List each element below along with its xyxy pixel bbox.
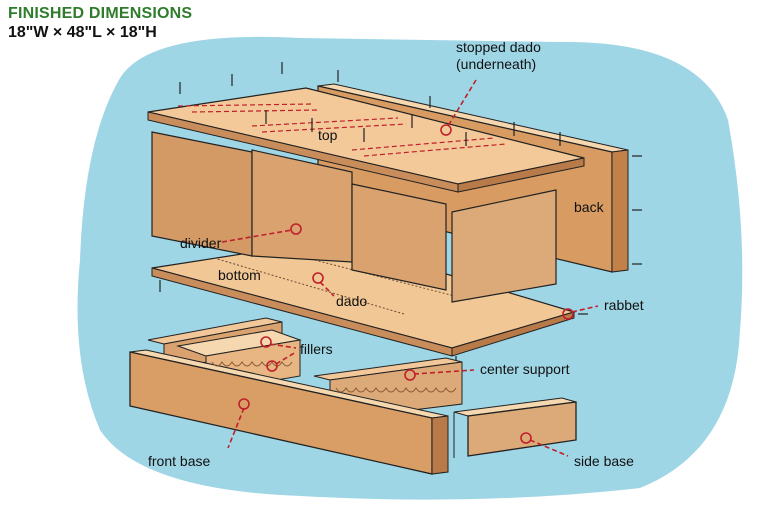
divider-panels <box>151 131 557 303</box>
label-dado: dado <box>336 293 367 309</box>
label-stopped-dado-line2: (underneath) <box>456 56 536 72</box>
label-side-base: side base <box>574 453 634 469</box>
top-panel <box>147 87 585 193</box>
label-stopped-dado-line1: stopped dado <box>456 39 541 55</box>
label-back: back <box>574 199 605 215</box>
base-assembly <box>129 317 577 475</box>
label-fillers: fillers <box>300 341 333 357</box>
label-rabbet: rabbet <box>604 297 644 313</box>
label-front-base: front base <box>148 453 210 469</box>
label-center-support: center support <box>480 361 570 377</box>
label-bottom: bottom <box>218 267 261 283</box>
dimensions-value: 18"W × 48"L × 18"H <box>8 24 157 41</box>
label-top: top <box>318 127 338 143</box>
bottom-panel <box>151 239 577 357</box>
leader-lines <box>221 79 599 457</box>
label-divider: divider <box>180 235 222 251</box>
dimensions-title: FINISHED DIMENSIONS <box>8 5 193 22</box>
screws <box>159 62 642 368</box>
